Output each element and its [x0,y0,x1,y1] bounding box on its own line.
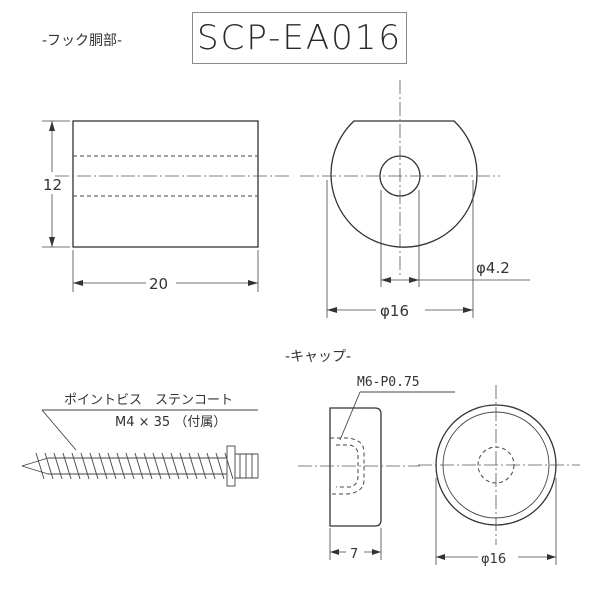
screw-thread-line [197,452,207,480]
screw-thread-line [152,452,162,480]
screw-thread-line [125,452,135,480]
hook-body-front-view: φ4.2 φ16 [300,80,530,320]
screw-thread-line [179,452,189,480]
screw-thread-line [143,452,153,480]
cap-side-view: M6-P0.75 7 [298,375,455,562]
hook-body-side-view: 12 20 [42,120,290,293]
screw-thread-line [44,452,54,480]
hook-body-label: -フック胴部- [42,33,122,49]
screw-thread-line [215,452,225,480]
body-length-dimension: 20 [149,275,168,293]
cap-label: -キャップ- [285,349,351,365]
model-number: SCP-EA016 [197,18,402,58]
screw-thread-line [35,452,45,480]
body-diameter-dimension: φ16 [380,302,409,320]
point-screw: ポイントビス ステンコート M4 × 35 （付属） [21,393,259,487]
screw-thread-line [188,452,198,480]
screw-thread-line [134,452,144,480]
screw-head [226,445,236,487]
screw-thread-line [89,452,99,480]
body-front-outline [330,120,478,248]
cap-thread-spec: M6-P0.75 [357,375,420,390]
model-number-box: SCP-EA016 [192,12,407,64]
screw-thread-line [224,452,234,480]
cap-length-dimension: 7 [350,547,358,562]
cap-diameter-dimension: φ16 [481,552,506,567]
screw-thread-line [206,452,216,480]
thread-leader-line [339,391,361,441]
hole-diameter-dimension: φ4.2 [476,259,510,277]
screw-thread-line [80,452,90,480]
screw-thread-line [161,452,171,480]
hook-body-outline [72,120,259,248]
screw-thread-line [71,452,81,480]
screw-spec: M4 × 35 （付属） [115,415,226,430]
screw-name: ポイントビス ステンコート [64,393,233,408]
screw-thread-line [53,452,63,480]
screw-thread-line [62,452,72,480]
screw-thread-line [107,452,117,480]
screw-leader-tick [41,409,77,451]
body-height-dimension: 12 [43,176,62,194]
cap-side-outline [329,407,382,527]
screw-threads [35,452,234,480]
cap-front-view: φ16 [418,385,580,567]
screw-thread-line [116,452,126,480]
screw-thread-line [170,452,180,480]
screw-thread-line [98,452,108,480]
